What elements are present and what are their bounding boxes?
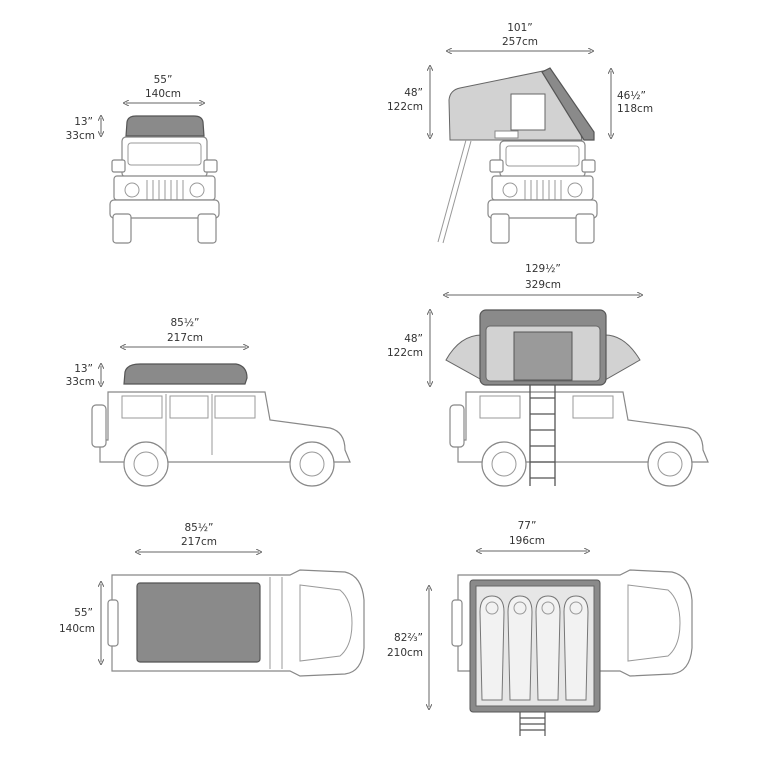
tent-open-side bbox=[445, 309, 641, 386]
side-closed-height-in: 13” bbox=[74, 363, 93, 375]
front-open-height-in: 48” bbox=[404, 87, 423, 99]
side-open-length-in: 129½” bbox=[525, 263, 561, 275]
front-open-height-cm: 122cm bbox=[387, 101, 423, 113]
top-open-view: 77” 196cm 82⅔” 210cm bbox=[387, 520, 693, 736]
tent-open-front bbox=[448, 67, 595, 141]
ladder-top bbox=[519, 712, 546, 736]
top-closed-length-in: 85½” bbox=[185, 522, 214, 534]
top-closed-view: 85½” 217cm 55” 140cm bbox=[59, 522, 365, 677]
jeep-side-vehicle bbox=[449, 391, 709, 487]
jeep-front-vehicle bbox=[487, 140, 598, 244]
sleeping-bags bbox=[479, 595, 589, 701]
jeep-side-vehicle bbox=[91, 391, 351, 487]
jeep-front-vehicle bbox=[109, 136, 220, 244]
front-open-width-cm: 257cm bbox=[502, 36, 538, 48]
front-open-width-in: 101” bbox=[507, 22, 532, 34]
top-open-width-cm: 196cm bbox=[509, 535, 545, 547]
tent-closed-top bbox=[136, 582, 261, 663]
side-closed-view: 85½” 217cm 13” 33cm bbox=[66, 317, 351, 487]
front-open-height2-cm: 118cm bbox=[617, 103, 653, 115]
top-open-width-in: 77” bbox=[518, 520, 537, 532]
front-open-view: 101” 257cm 48” 122cm 46½” 118cm bbox=[387, 22, 653, 244]
tent-closed-side bbox=[123, 363, 248, 385]
top-closed-width-in: 55” bbox=[74, 607, 93, 619]
top-closed-length-cm: 217cm bbox=[181, 536, 217, 548]
front-closed-view: 55” 140cm 13” 33cm bbox=[66, 74, 220, 244]
front-closed-height-in: 13” bbox=[74, 116, 93, 128]
front-open-height2-in: 46½” bbox=[617, 90, 646, 102]
side-closed-length-cm: 217cm bbox=[167, 332, 203, 344]
sleeping-bag-4 bbox=[563, 595, 589, 701]
sleeping-bag-2 bbox=[507, 595, 533, 701]
top-open-length-in: 82⅔” bbox=[394, 632, 423, 644]
side-open-length-cm: 329cm bbox=[525, 279, 561, 291]
sleeping-bag-3 bbox=[535, 595, 561, 701]
sleeping-bag-1 bbox=[479, 595, 505, 701]
ladder-front bbox=[437, 139, 472, 244]
front-closed-width-cm: 140cm bbox=[145, 88, 181, 100]
side-open-height-cm: 122cm bbox=[387, 347, 423, 359]
front-closed-width-in: 55” bbox=[154, 74, 173, 86]
side-closed-height-cm: 33cm bbox=[66, 376, 95, 388]
top-open-length-cm: 210cm bbox=[387, 647, 423, 659]
side-open-view: 129½” 329cm 48” 122cm bbox=[387, 263, 709, 487]
tent-closed-front bbox=[125, 115, 205, 137]
side-closed-length-in: 85½” bbox=[171, 317, 200, 329]
front-closed-height-cm: 33cm bbox=[66, 130, 95, 142]
top-closed-width-cm: 140cm bbox=[59, 623, 95, 635]
side-open-height-in: 48” bbox=[404, 333, 423, 345]
ladder-side bbox=[529, 385, 556, 486]
